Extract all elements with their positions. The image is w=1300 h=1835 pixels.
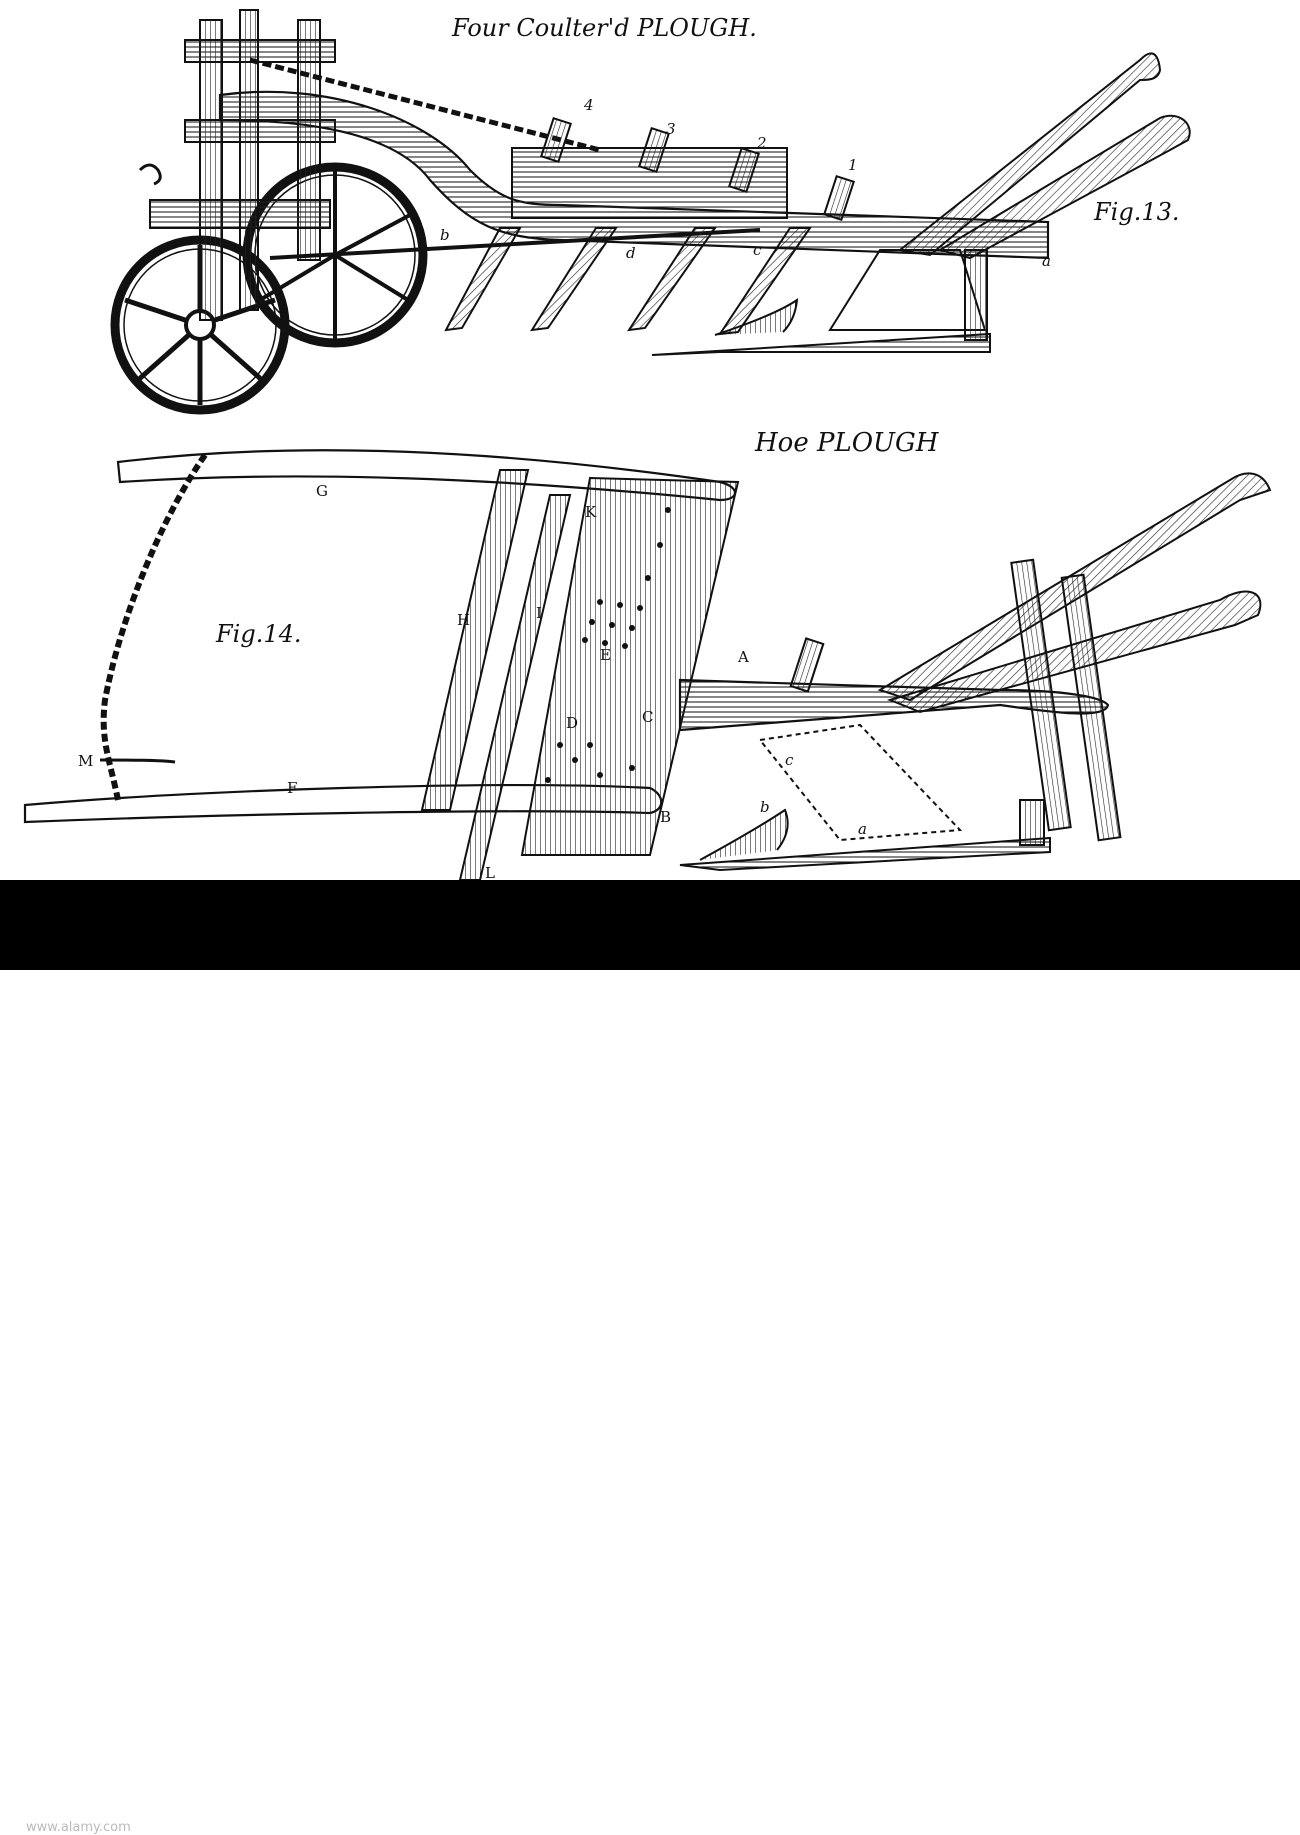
engraving-plate: Four Coulter'd PLOUGH. Hoe PLOUGH Fig.13… [0, 0, 1300, 880]
label-G: G [316, 482, 328, 500]
label-I: I [536, 604, 542, 622]
label-K: K [585, 503, 597, 521]
label-H: H [457, 611, 470, 629]
coulter-wedges [540, 116, 855, 222]
label-a: a [1042, 252, 1051, 270]
alamy-logo-text: alamy [615, 1780, 732, 1820]
coulter-number-2: 2 [756, 134, 767, 152]
label-b: b [440, 226, 450, 244]
title-four-coulter-plough: Four Coulter'd PLOUGH. [452, 14, 757, 42]
four-coulter-plough-drawing: 4 3 2 1 a b c d A [23, 9, 1272, 880]
coulter-number-3: 3 [666, 120, 676, 138]
alamy-logo: alamy [0, 1780, 1300, 1820]
handle-lower [937, 114, 1191, 260]
label-a-lower: a [858, 820, 867, 838]
coulter-number-1: 1 [848, 156, 858, 174]
frame-brace [828, 249, 987, 331]
label-E: E [600, 646, 611, 664]
alamy-logo-icon [568, 1784, 601, 1816]
alamy-url: www.alamy.com [26, 1820, 131, 1835]
label-d: d [626, 244, 636, 262]
label-D: D [566, 714, 578, 732]
fig-14-label: Fig.14. [216, 620, 302, 648]
label-A: A [737, 648, 749, 666]
sole [651, 332, 991, 356]
share [714, 297, 799, 336]
label-c: c [753, 241, 762, 259]
bar-h [420, 469, 530, 811]
label-c-lower: c [785, 751, 794, 769]
board-holes [545, 507, 671, 783]
title-hoe-plough: Hoe PLOUGH [755, 428, 939, 458]
chain-m [100, 453, 208, 801]
label-M: M [78, 752, 93, 770]
label-C: C [642, 708, 653, 726]
image-id: 2S8RH81 [1166, 1802, 1268, 1827]
draught-chain [249, 57, 601, 153]
label-F: F [287, 779, 297, 797]
coulters [444, 227, 812, 336]
watermark-footer: alamy 2S8RH81 www.alamy.com [0, 880, 1300, 1835]
coulter-number-4: 4 [583, 96, 594, 114]
label-B: B [660, 808, 671, 826]
handle-upper [897, 52, 1162, 257]
label-b-lower: b [760, 798, 770, 816]
fig-13-label: Fig.13. [1094, 198, 1180, 226]
draw-rod [269, 228, 761, 260]
hoe-sole [679, 836, 1051, 872]
bar-i [458, 494, 572, 880]
carriage-frame [138, 9, 336, 321]
label-L: L [485, 864, 495, 880]
